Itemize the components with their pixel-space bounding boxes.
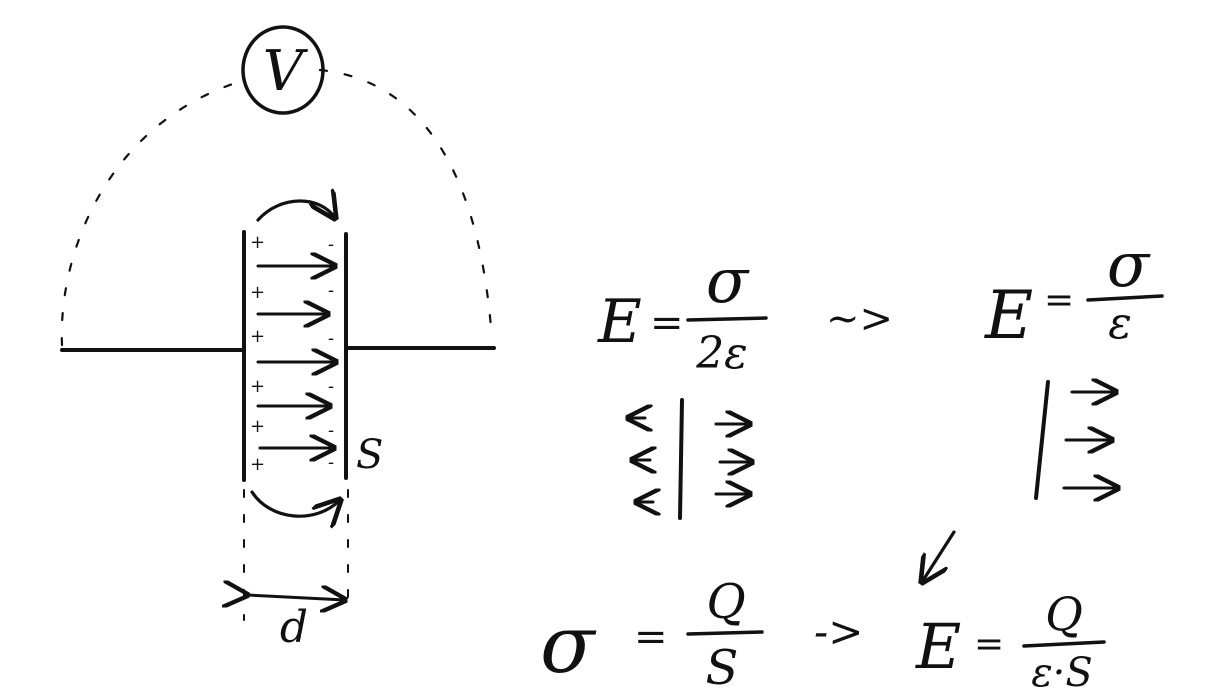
plus-sign: + bbox=[250, 326, 265, 347]
minus-sign: - bbox=[328, 328, 334, 349]
eq-numerator: σ bbox=[706, 244, 750, 317]
voltmeter-circle bbox=[241, 25, 325, 115]
fraction-bar bbox=[686, 630, 764, 636]
plate-charges: + + + + + + - - - - - - bbox=[250, 232, 334, 475]
gap-dimension-arrow bbox=[247, 595, 345, 600]
equation-final: E = Q ε·S bbox=[915, 587, 1106, 696]
plus-sign: + bbox=[250, 416, 265, 437]
eq-equals: = bbox=[634, 614, 668, 660]
eq-lhs: E bbox=[597, 287, 642, 357]
eq-lhs: σ bbox=[540, 598, 597, 691]
eq-numerator: σ bbox=[1107, 228, 1151, 301]
minus-sign: - bbox=[328, 420, 334, 441]
eq-denominator: ε bbox=[1108, 298, 1132, 349]
area-label: S bbox=[356, 432, 383, 478]
bottom-curved-arrow bbox=[250, 490, 340, 516]
field-arrows bbox=[256, 266, 336, 448]
plus-sign: + bbox=[250, 282, 265, 303]
eq-numerator: Q bbox=[706, 574, 745, 630]
implies-arrow: -> bbox=[814, 607, 863, 656]
equation-charge-density: σ = Q S bbox=[540, 574, 764, 696]
plus-sign: + bbox=[250, 376, 265, 397]
minus-sign: - bbox=[328, 376, 334, 397]
fraction-bar bbox=[1086, 294, 1164, 302]
eq-equals: = bbox=[650, 300, 684, 346]
eq-lhs: E bbox=[984, 277, 1033, 354]
eq-numerator: Q bbox=[1045, 587, 1083, 641]
eq-denominator: 2ε bbox=[695, 328, 748, 379]
minus-sign: - bbox=[328, 280, 334, 301]
equation-single-plate: E = σ 2ε bbox=[597, 244, 768, 379]
eq-equals: = bbox=[974, 624, 1004, 665]
minus-sign: - bbox=[328, 234, 334, 255]
transition-arrow: ~> bbox=[826, 296, 893, 342]
down-left-arrow bbox=[922, 530, 956, 582]
plus-sign: + bbox=[250, 232, 265, 253]
top-curved-arrow bbox=[256, 201, 335, 220]
eq-lhs: E bbox=[915, 610, 961, 683]
plus-sign: + bbox=[250, 454, 265, 475]
eq-denominator: ε·S bbox=[1031, 650, 1093, 696]
gap-label: d bbox=[280, 602, 308, 653]
fraction-bar bbox=[1022, 640, 1106, 648]
single-plate-field bbox=[628, 398, 752, 520]
minus-sign: - bbox=[328, 452, 334, 473]
double-plate-field bbox=[1034, 382, 1118, 498]
equation-two-plates: E = σ ε bbox=[984, 228, 1164, 354]
voltmeter-label: V bbox=[263, 39, 309, 104]
eq-equals: = bbox=[1044, 280, 1074, 321]
fraction-bar bbox=[686, 316, 768, 322]
eq-denominator: S bbox=[706, 640, 739, 696]
